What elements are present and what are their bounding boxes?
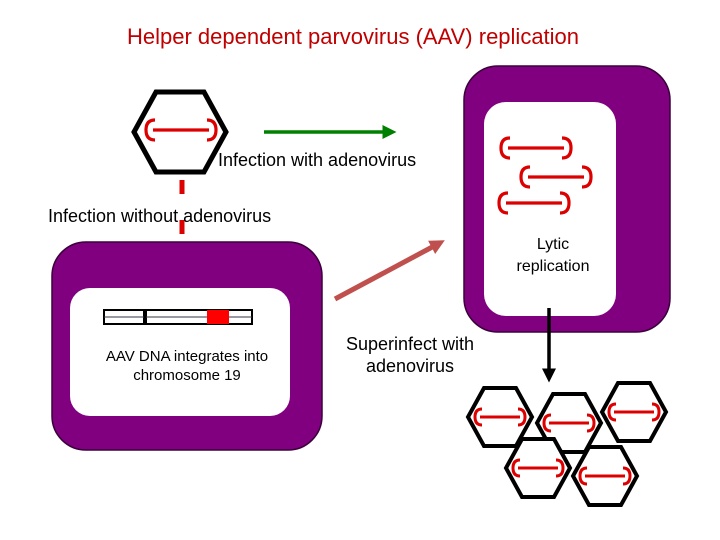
- arrow-superinfect: [333, 240, 445, 302]
- lytic-host-cell: [463, 65, 671, 333]
- label-infection-with-adenovirus: Infection with adenovirus: [218, 150, 417, 170]
- cell-interior: [484, 102, 616, 316]
- chromosome-19: [103, 309, 253, 325]
- label-infection-without-adenovirus: Infection without adenovirus: [48, 206, 272, 226]
- progeny-virions: [465, 381, 669, 507]
- aav-virion-initial: [131, 89, 229, 175]
- hexagon-capsid-icon: [131, 89, 229, 175]
- label-integration: AAV DNA integrates into chromosome 19: [105, 348, 269, 384]
- page-title: Helper dependent parvovirus (AAV) replic…: [126, 24, 580, 49]
- label-lytic-replication: Lytic replication: [516, 236, 590, 275]
- progeny-virion: [570, 445, 640, 507]
- progeny-virion: [599, 381, 669, 443]
- label-superinfect: Superinfect with adenovirus: [345, 334, 475, 376]
- latent-host-cell: [51, 241, 323, 451]
- aav-insert: [207, 310, 229, 324]
- progeny-virion: [503, 437, 573, 499]
